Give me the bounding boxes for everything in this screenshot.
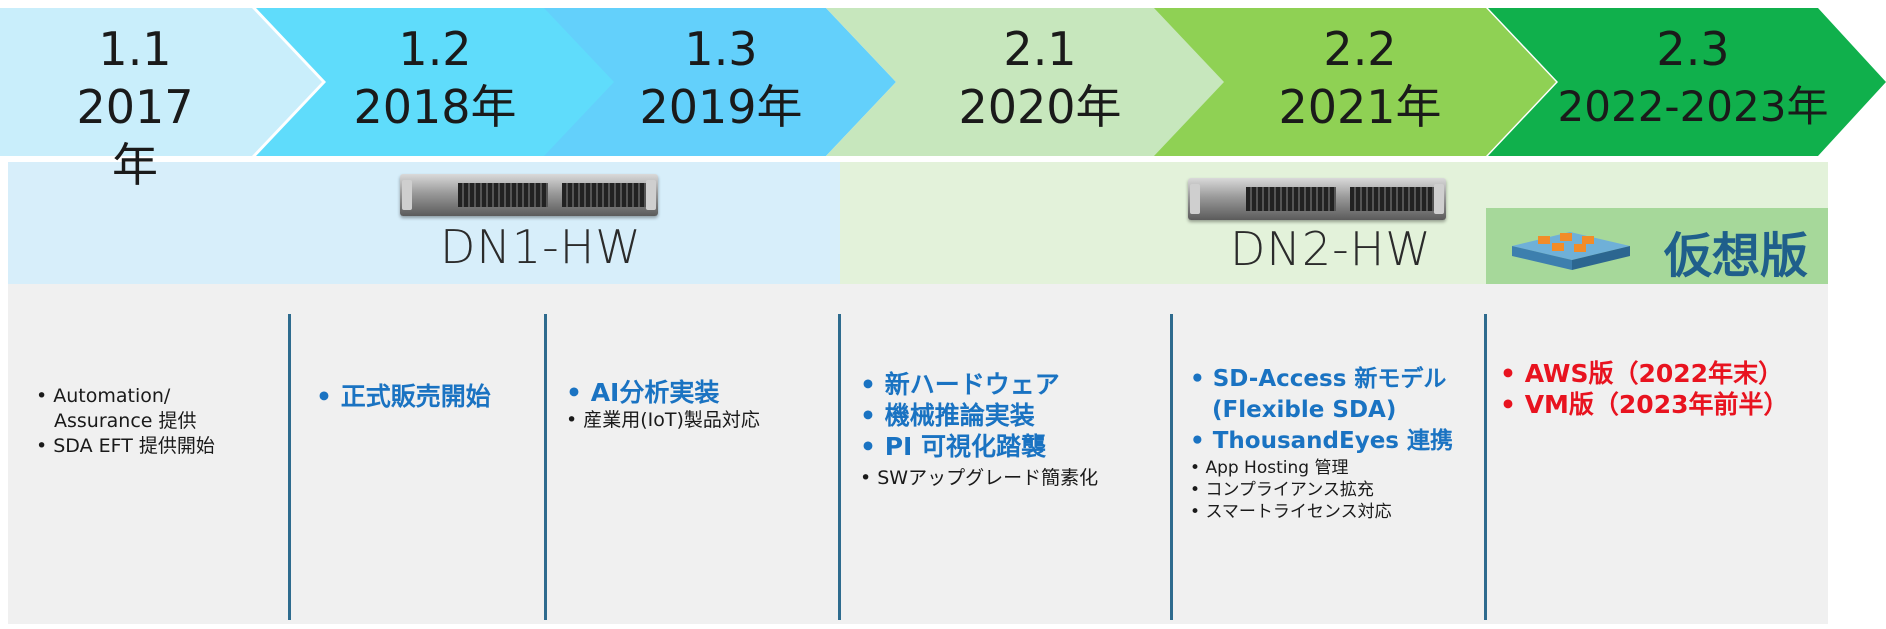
year-label: 2017年 bbox=[76, 80, 194, 192]
list-item: Automation/ bbox=[36, 384, 215, 409]
version-label: 2.2 bbox=[1323, 22, 1397, 76]
column-2-2: SD-Access 新モデル (Flexible SDA) ThousandEy… bbox=[1190, 364, 1453, 523]
list-item: PI 可視化踏襲 bbox=[860, 431, 1098, 462]
version-label: 2.3 bbox=[1656, 22, 1730, 76]
list-item: AWS版（2022年末） bbox=[1500, 358, 1789, 389]
chevron-1-2 bbox=[256, 8, 616, 156]
virtual-edition-box: 仮想版 bbox=[1486, 208, 1828, 284]
version-label: 2.1 bbox=[1003, 22, 1077, 76]
chevron-2-3 bbox=[1488, 8, 1886, 156]
divider-2 bbox=[544, 314, 547, 620]
timeline-chevrons bbox=[0, 8, 1886, 156]
divider-5 bbox=[1484, 314, 1487, 620]
column-2-3: AWS版（2022年末） VM版（2023年前半） bbox=[1500, 358, 1789, 420]
year-label: 2022-2023年 bbox=[1557, 82, 1829, 131]
version-label: 1.1 bbox=[98, 22, 172, 76]
dn1-server-image bbox=[400, 174, 658, 216]
list-item: SWアップグレード簡素化 bbox=[860, 466, 1098, 491]
virtualization-icon bbox=[1512, 232, 1630, 270]
column-1-2: 正式販売開始 bbox=[316, 381, 491, 412]
list-item: SDA EFT 提供開始 bbox=[36, 434, 215, 459]
dn2-server-image bbox=[1188, 178, 1446, 220]
divider-4 bbox=[1170, 314, 1173, 620]
chevron-1-1 bbox=[0, 8, 322, 156]
list-item: Assurance 提供 bbox=[54, 410, 197, 432]
timeline-label-2-2: 2.2 2021年 bbox=[1250, 0, 1470, 148]
timeline-label-1-3: 1.3 2019年 bbox=[616, 0, 826, 148]
list-item: App Hosting 管理 bbox=[1190, 457, 1453, 479]
list-item: VM版（2023年前半） bbox=[1500, 389, 1789, 420]
list-item: SD-Access 新モデル bbox=[1190, 364, 1453, 395]
column-1-3: AI分析実装 産業用(IoT)製品対応 bbox=[566, 377, 760, 433]
list-item: コンプライアンス拡充 bbox=[1190, 479, 1453, 501]
year-label: 2020年 bbox=[958, 80, 1122, 134]
year-label: 2021年 bbox=[1278, 80, 1442, 134]
list-item: AI分析実装 bbox=[566, 377, 760, 408]
list-item: 正式販売開始 bbox=[316, 381, 491, 412]
chevron-2-2 bbox=[1154, 8, 1556, 156]
list-item: 機械推論実装 bbox=[860, 400, 1098, 431]
version-label: 1.2 bbox=[398, 22, 472, 76]
timeline-label-1-2: 1.2 2018年 bbox=[330, 0, 540, 148]
timeline-label-2-1: 2.1 2020年 bbox=[930, 0, 1150, 148]
list-item: スマートライセンス対応 bbox=[1190, 501, 1453, 523]
list-item: ThousandEyes 連携 bbox=[1190, 426, 1453, 457]
chevron-1-3 bbox=[544, 8, 896, 156]
year-label: 2019年 bbox=[639, 80, 803, 134]
chevron-2-1 bbox=[826, 8, 1226, 156]
column-1-1: Automation/ Assurance 提供 SDA EFT 提供開始 bbox=[36, 384, 215, 459]
timeline-label-2-3: 2.3 2022-2023年 bbox=[1536, 0, 1850, 148]
year-label: 2018年 bbox=[353, 80, 517, 134]
timeline-label-1-1: 1.1 2017年 bbox=[40, 0, 230, 192]
virtual-edition-label: 仮想版 bbox=[1663, 228, 1808, 284]
dn2-hw-label: DN2-HW bbox=[1230, 222, 1432, 276]
list-item: 新ハードウェア bbox=[860, 369, 1098, 400]
list-item: (Flexible SDA) bbox=[1212, 397, 1397, 423]
column-2-1: 新ハードウェア 機械推論実装 PI 可視化踏襲 SWアップグレード簡素化 bbox=[860, 369, 1098, 491]
divider-1 bbox=[288, 314, 291, 620]
list-item: 産業用(IoT)製品対応 bbox=[566, 408, 760, 433]
divider-3 bbox=[838, 314, 841, 620]
dn1-hw-label: DN1-HW bbox=[440, 220, 642, 274]
version-label: 1.3 bbox=[684, 22, 758, 76]
